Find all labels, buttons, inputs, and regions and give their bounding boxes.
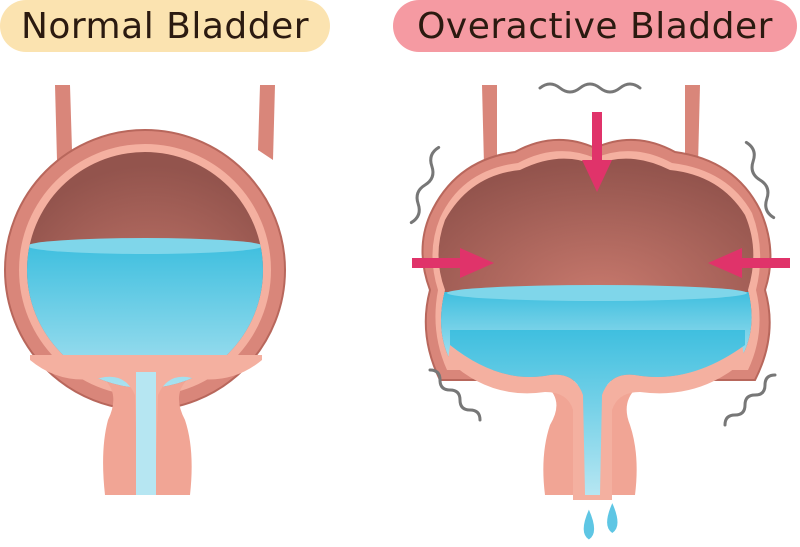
vibration-wave-icon bbox=[744, 140, 776, 220]
right-ureter bbox=[258, 85, 275, 160]
inward-arrow-icon bbox=[582, 112, 612, 192]
inward-arrow-icon bbox=[412, 248, 494, 278]
droplet-icon bbox=[607, 503, 618, 533]
vibration-wave-icon bbox=[723, 373, 777, 427]
inward-arrow-icon bbox=[708, 248, 790, 278]
droplet-icon bbox=[583, 509, 595, 540]
right-ureter bbox=[685, 85, 700, 165]
normal-bladder-title: Normal Bladder bbox=[0, 0, 330, 52]
vibration-wave-icon bbox=[428, 368, 482, 422]
overactive-bladder-title: Overactive Bladder bbox=[393, 0, 797, 52]
left-ureter bbox=[55, 85, 72, 160]
vibration-wave-icon bbox=[409, 145, 441, 225]
normal-bladder bbox=[4, 85, 286, 495]
vibration-wave-icon bbox=[538, 82, 642, 94]
overactive-bladder bbox=[409, 82, 790, 540]
left-ureter bbox=[482, 85, 497, 165]
